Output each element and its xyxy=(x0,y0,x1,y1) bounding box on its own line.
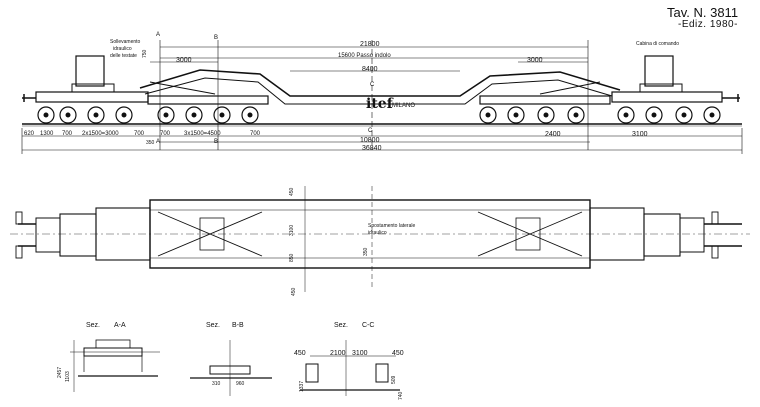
edition-label: -Ediz. 1980- xyxy=(678,19,738,30)
dim-700-b: 700 xyxy=(134,131,145,137)
wheel xyxy=(185,106,203,124)
wheel xyxy=(645,106,663,124)
control-cab-label: Cabina di comando xyxy=(636,41,680,47)
wheel xyxy=(213,106,231,124)
itef-logo-sub: MILANO xyxy=(392,103,416,109)
wheel-hub xyxy=(247,112,253,118)
section-aa xyxy=(70,339,160,392)
hydraulic-lift-label-2: idraulico xyxy=(113,46,132,52)
plan-dim-850: 850 xyxy=(289,253,295,262)
section-cc-dim-3100: 3100 xyxy=(352,350,368,357)
section-cc xyxy=(300,340,400,396)
section-cc-dim-1337: 1337 xyxy=(299,380,305,392)
section-cc-dim-450-left: 450 xyxy=(294,350,306,357)
dim-1300: 1300 xyxy=(40,131,54,137)
dim-3x1500: 3x1500=4500 xyxy=(184,131,221,137)
plan-dim-350: 350 xyxy=(363,247,369,256)
section-cc-mark: C-C xyxy=(362,322,375,329)
section-aa-dim-2457: 2457 xyxy=(57,366,63,378)
wheel xyxy=(479,106,497,124)
dimension-lines-top xyxy=(150,40,589,150)
wheel-hub xyxy=(513,112,519,118)
plan-view xyxy=(10,186,750,292)
section-cc-dim-2100: 2100 xyxy=(330,350,346,357)
section-mark-c-top: C xyxy=(370,82,375,88)
wheel xyxy=(87,106,105,124)
dim-8400: 8400 xyxy=(362,66,378,73)
wheel-hub xyxy=(543,112,549,118)
section-aa-label: Sez. xyxy=(86,322,101,329)
dim-700-c: 700 xyxy=(160,131,171,137)
hydraulic-lift-label-3: delle testate xyxy=(110,53,137,59)
wheel-hub xyxy=(163,112,169,118)
dim-2x1500: 2x1500=3000 xyxy=(82,131,119,137)
wheel xyxy=(567,106,585,124)
dim-3100: 3100 xyxy=(632,131,648,138)
lateral-shift-label-2: idraulico xyxy=(368,230,387,236)
dim-3000-right: 3000 xyxy=(527,57,543,64)
section-cc-dim-740: 740 xyxy=(398,391,404,400)
itef-logo: itef xyxy=(366,96,393,112)
wheel-hub xyxy=(573,112,579,118)
section-cc-label: Sez. xyxy=(334,322,349,329)
table-number: Tav. N. 3811 xyxy=(667,5,739,20)
wheel-hub xyxy=(709,112,715,118)
section-mark-a-bottom: A xyxy=(156,139,161,145)
section-bb-dim-right: 960 xyxy=(236,381,245,387)
dim-21800: 21800 xyxy=(360,41,380,48)
plan-dim-450-top: 450 xyxy=(289,187,295,196)
dim-wheelbase: 15600 Passo indolo xyxy=(338,53,391,59)
section-aa-dim-1103: 1103 xyxy=(65,371,71,382)
wheel-hub xyxy=(623,112,629,118)
section-bb-mark: B-B xyxy=(232,322,244,329)
section-cc-dim-509: 509 xyxy=(391,375,397,384)
wheel xyxy=(507,106,525,124)
wheel-hub xyxy=(219,112,225,118)
wheel xyxy=(157,106,175,124)
wheel-hub xyxy=(485,112,491,118)
section-mark-c-bottom: C xyxy=(368,128,373,134)
wheel-hub xyxy=(121,112,127,118)
wheel xyxy=(241,106,259,124)
wheel xyxy=(37,106,55,124)
dim-2400: 2400 xyxy=(545,131,561,138)
section-mark-b-bottom: B xyxy=(214,139,219,145)
wheel xyxy=(115,106,133,124)
section-aa-mark: A-A xyxy=(114,322,126,329)
hydraulic-lift-label-1: Sollevamento xyxy=(110,39,141,45)
section-mark-b-top: B xyxy=(214,35,219,41)
section-bb xyxy=(190,340,272,396)
wheel-hub xyxy=(93,112,99,118)
wheel xyxy=(59,106,77,124)
dim-620: 620 xyxy=(24,131,35,137)
wheel-hub xyxy=(65,112,71,118)
wheel xyxy=(703,106,721,124)
plan-dim-3100: 3100 xyxy=(289,224,295,236)
wheel xyxy=(675,106,693,124)
dim-overall: 36840 xyxy=(362,145,382,152)
section-bb-dim-left: 310 xyxy=(212,381,221,387)
section-cc-dim-450-right: 450 xyxy=(392,350,404,357)
wheel-hub xyxy=(191,112,197,118)
dim-350-side: 350 xyxy=(146,140,155,146)
section-mark-a-top: A xyxy=(156,32,161,38)
lateral-shift-label-1: Spostamento laterale xyxy=(368,223,416,229)
wheel-hub xyxy=(651,112,657,118)
wheel xyxy=(617,106,635,124)
wheelsets xyxy=(37,106,721,124)
side-elevation xyxy=(22,55,742,127)
dim-10800: 10800 xyxy=(360,137,380,144)
wheel xyxy=(537,106,555,124)
dim-750: 750 xyxy=(142,49,148,58)
wheel-hub xyxy=(43,112,49,118)
wheel-hub xyxy=(681,112,687,118)
plan-dim-450-bottom: 450 xyxy=(291,287,297,296)
dim-3000-left: 3000 xyxy=(176,57,192,64)
dim-700-a: 700 xyxy=(62,131,73,137)
dim-700-d: 700 xyxy=(250,131,261,137)
section-bb-label: Sez. xyxy=(206,322,221,329)
dimension-lines-bottom xyxy=(21,128,743,154)
